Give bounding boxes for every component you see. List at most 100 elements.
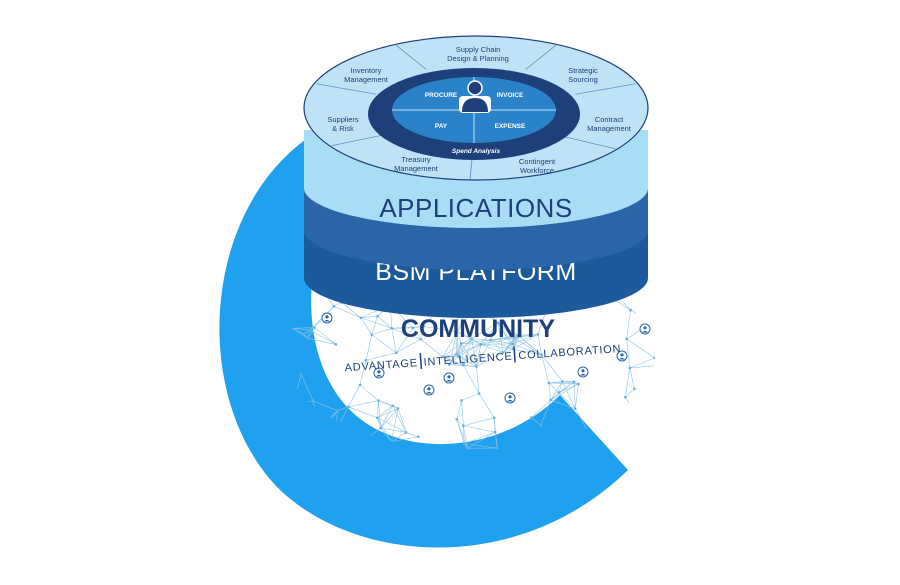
network-node [455,418,459,421]
network-link [307,327,315,339]
network-link [517,334,538,336]
network-link [463,338,472,366]
network-link [550,399,576,409]
user-node-icon [577,366,589,378]
network-link [377,316,393,329]
network-link [463,425,465,444]
network-link [377,417,392,442]
network-link [574,383,579,409]
segment-contract-management-l2: Management [587,124,632,133]
network-link [467,431,496,449]
quadrant-pay: PAY [435,123,448,130]
network-link [626,338,631,369]
network-link [550,392,559,401]
network-link [625,396,643,424]
quadrant-procure: PROCURE [425,92,458,99]
network-link [391,328,397,353]
network-link [541,354,550,383]
network-link [391,432,407,442]
network-link [312,400,338,411]
network-link [423,326,458,332]
network-link [348,406,378,419]
network-node [658,364,661,367]
network-link [371,328,392,336]
segment-dividers [316,44,636,179]
network-link [333,306,361,319]
segment-strategic-sourcing-l1: Strategic [568,66,598,75]
segment-strategic-sourcing-l2: Sourcing [568,75,598,84]
network-node [573,407,577,410]
network-node [629,308,632,312]
network-link [630,295,654,311]
network-link [365,352,397,361]
segment-divider [562,135,616,150]
network-node [364,358,368,362]
network-link [456,344,481,355]
network-link [615,423,643,445]
network-link [405,432,419,438]
network-node [651,320,655,324]
segment-divider [575,83,636,95]
network-node [466,446,469,450]
network-link [292,328,304,335]
network-link [490,339,514,350]
segment-divider [525,44,557,70]
network-link [502,348,514,353]
network-node [495,446,499,450]
network-link [420,339,443,358]
network-link [490,339,504,353]
network-link [531,417,542,426]
network-node [376,416,379,420]
network-link [460,343,464,366]
network-link [365,334,373,361]
segment-contingent-workforce-l1: Contingent [519,157,556,166]
network-node [477,392,481,395]
network-node [492,416,496,420]
network-link [548,381,563,384]
network-node [334,343,338,346]
network-link [449,355,459,365]
quadrant-invoice: INVOICE [497,92,524,99]
network-link [550,383,579,401]
network-link [456,353,477,367]
network-link [625,367,631,398]
network-node [358,383,362,387]
network-node [370,333,374,337]
network-link [490,339,513,345]
user-node-icon [423,384,435,396]
network-link [377,400,379,418]
network-link [391,436,419,443]
network-link [629,357,655,369]
network-node [311,399,315,403]
network-link [442,353,457,358]
user-node-icon [373,367,385,379]
network-link [333,302,342,307]
network-link [464,431,496,445]
network-node [419,337,423,341]
segment-suppliers-risk-l1: Suppliers [327,115,359,124]
network-node [377,399,380,402]
network-node [448,363,451,366]
network-node [404,431,408,434]
network-link [348,400,379,408]
user-node-icon [639,323,651,335]
network-link [480,339,491,345]
network-link [341,302,361,319]
network-link [461,343,481,345]
network-link [442,356,464,366]
network-node [347,405,350,409]
network-link [359,360,367,386]
segment-contingent-workforce-l2: Workforce [520,166,554,175]
network-link [396,338,421,354]
network-node [530,416,533,419]
segment-treasury-management-l2: Management [394,164,439,173]
network-node [455,352,458,356]
network-link [512,334,538,345]
network-link [378,400,393,406]
quadrant-expense: EXPENSE [495,123,526,130]
network-link [558,381,575,393]
network-node [462,442,466,446]
network-link [377,417,381,429]
network-link [497,322,514,350]
segment-treasury-management-l1: Treasury [401,155,431,164]
